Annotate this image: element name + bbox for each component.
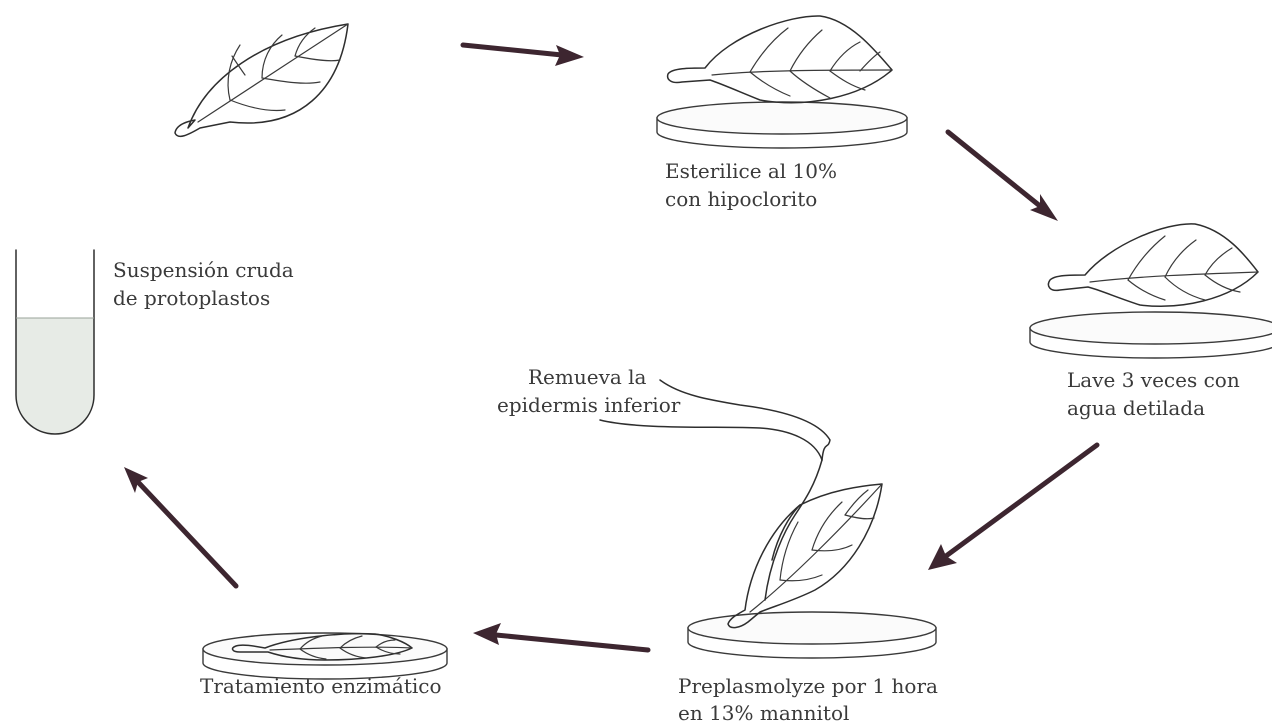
wash-leaf [1048, 224, 1258, 306]
annotation-line2: epidermis inferior [497, 393, 681, 417]
arrow-sterilize-to-wash [948, 132, 1058, 221]
arrow-preplasmolyze-to-enzymatic [473, 623, 648, 650]
suspension-label-line2: de protoplastos [113, 286, 270, 310]
test-tube [16, 250, 94, 434]
arrow-wash-to-preplasmolyze [928, 445, 1097, 570]
arrow-enzymatic-to-suspension [124, 467, 236, 586]
preplasmolyze-dish [688, 612, 936, 658]
preplasmolyze-leaf [600, 380, 882, 628]
suspension-label-line1: Suspensión cruda [113, 258, 294, 282]
enzymatic-label: Tratamiento enzimático [200, 674, 442, 698]
sterilize-leaf [668, 16, 892, 103]
annotation-line1: Remueva la [528, 365, 647, 389]
wash-label-line2: agua detilada [1067, 396, 1205, 420]
sterilize-label-line2: con hipoclorito [665, 187, 817, 211]
sterilize-dish [657, 102, 907, 148]
enzymatic-dish [203, 633, 447, 679]
preplasmolyze-label-line1: Preplasmolyze por 1 hora [678, 674, 938, 698]
wash-dish [1030, 312, 1272, 358]
preplasmolyze-label-line2: en 13% mannitol [678, 701, 849, 725]
initial-leaf [175, 24, 348, 136]
wash-label-line1: Lave 3 veces con [1067, 368, 1240, 392]
sterilize-label-line1: Esterilice al 10% [665, 159, 837, 183]
arrow-leaf-to-sterilize [463, 45, 584, 66]
